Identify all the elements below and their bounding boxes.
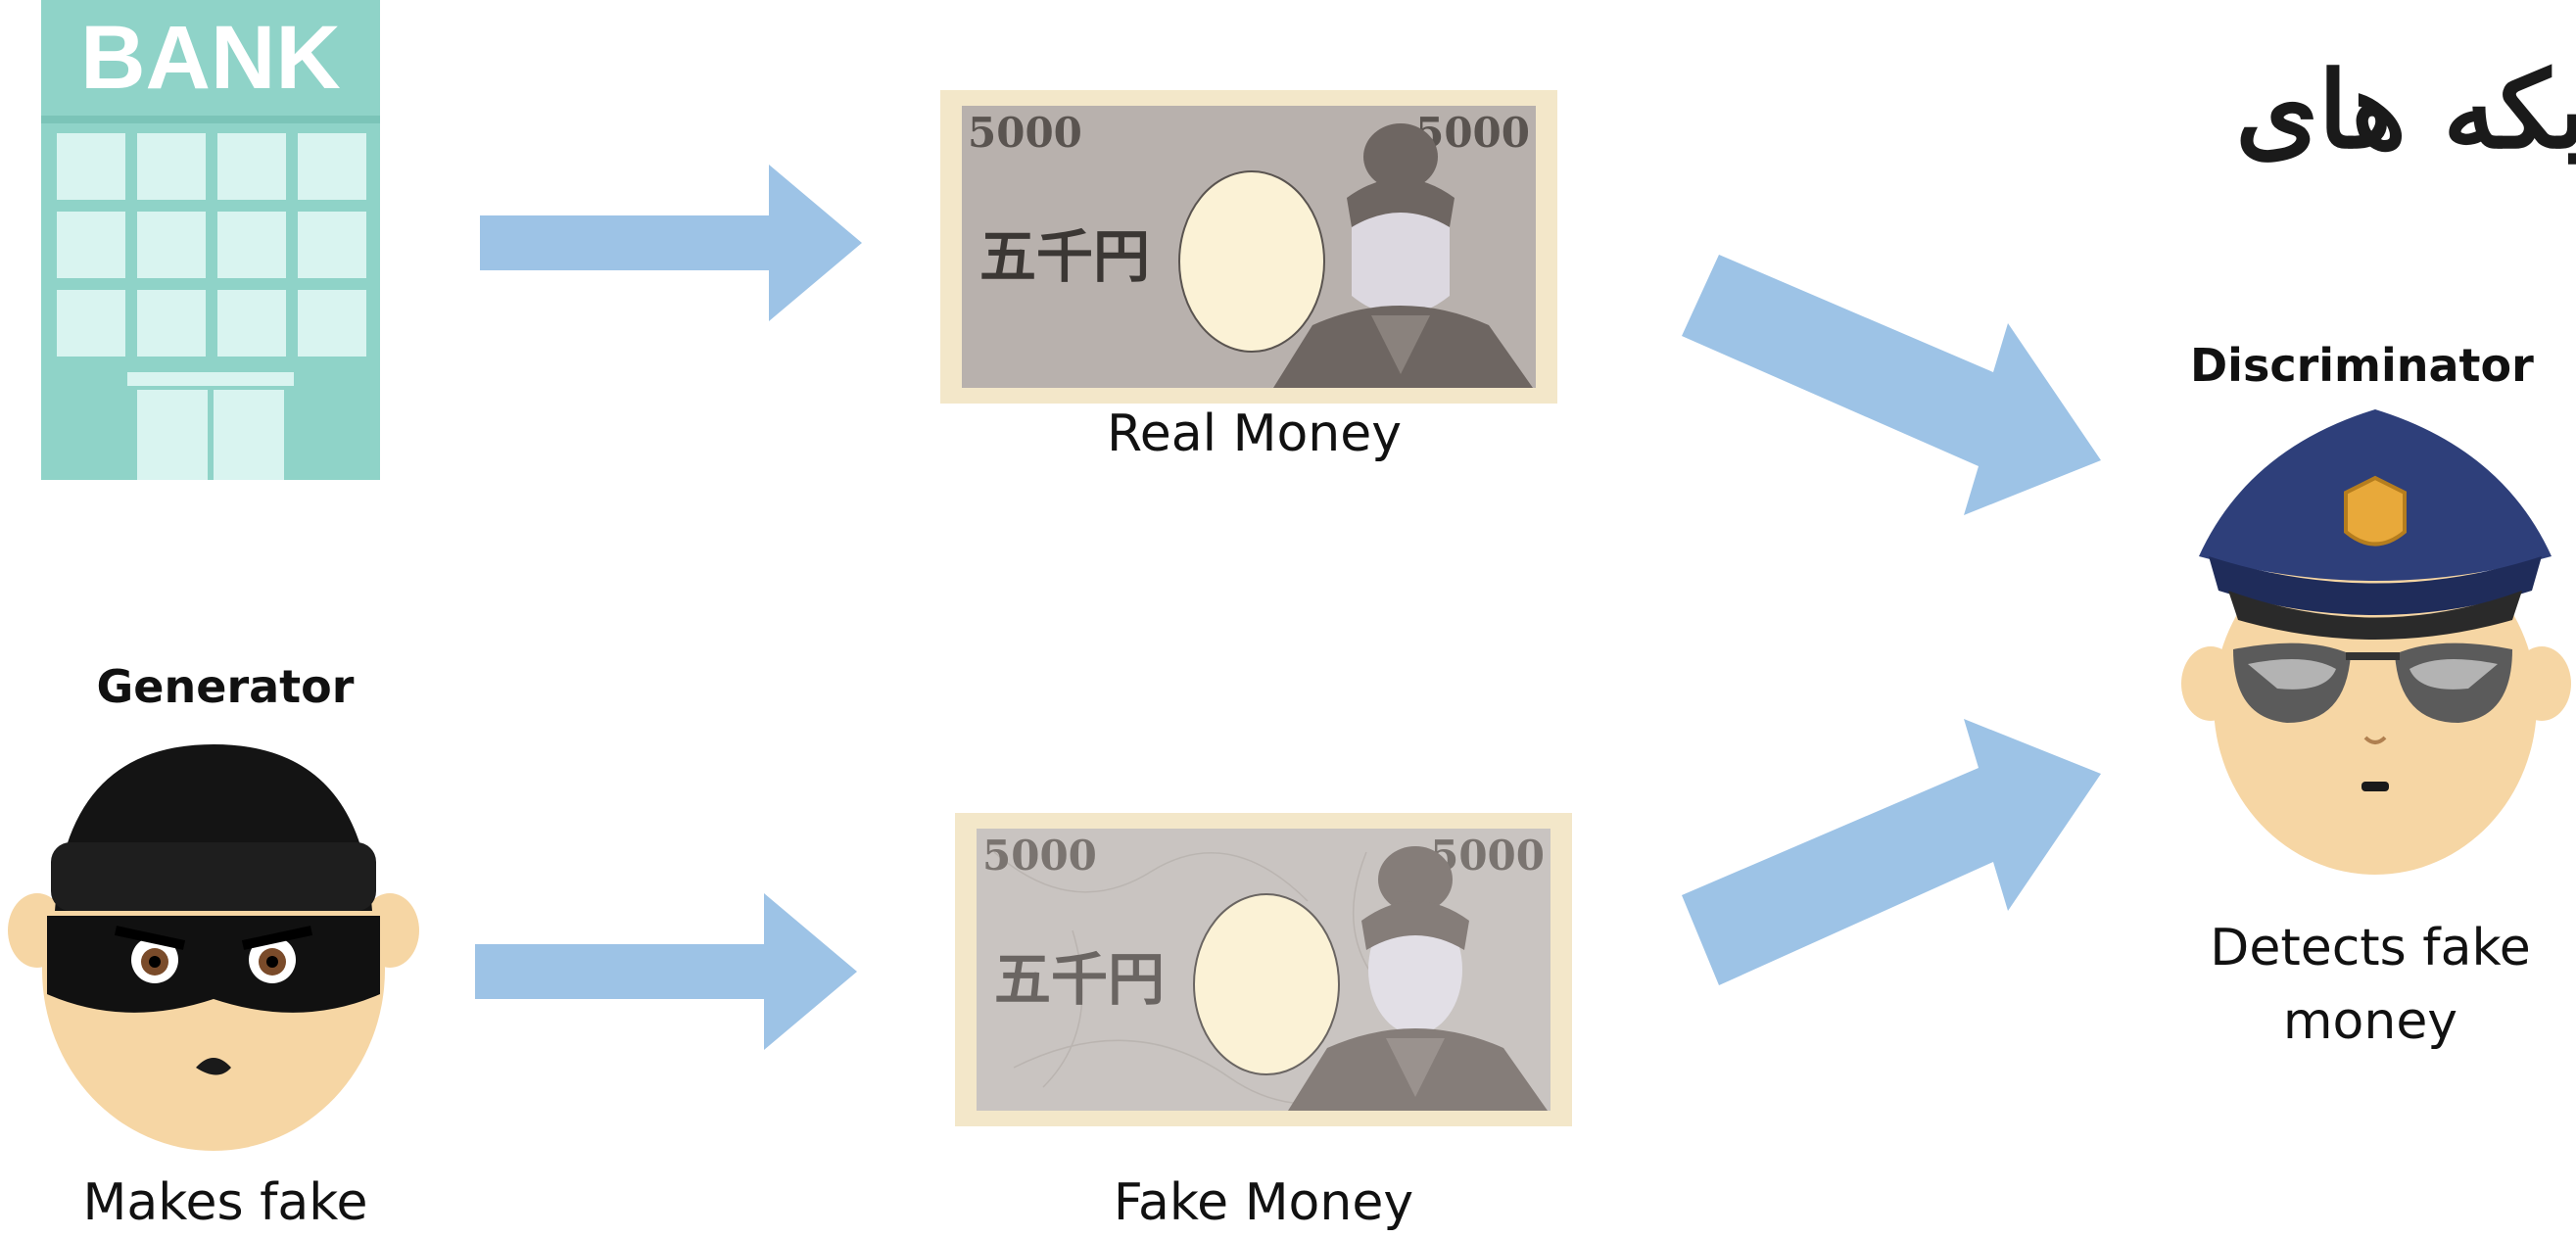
arrow-fake-to-discriminator — [1682, 719, 2101, 985]
real-note-kanji: 五千円 — [979, 223, 1150, 290]
page-title: بکه های — [2235, 49, 2576, 172]
arrow-generator-to-fake — [475, 893, 857, 1050]
bank-sign: BANK — [80, 8, 341, 108]
fake-money-caption: Fake Money — [1113, 1173, 1414, 1232]
real-money-note: 5000 5000 五千円 — [940, 90, 1557, 404]
arrow-bank-to-real — [480, 165, 862, 321]
discriminator-heading: Discriminator — [2190, 339, 2534, 392]
real-money-caption: Real Money — [1107, 405, 1403, 463]
bank-building-icon: BANK — [41, 0, 380, 480]
real-note-denomination-left: 5000 — [968, 109, 1082, 157]
thief-icon — [8, 744, 419, 1151]
discriminator-caption-line2: money — [2282, 992, 2458, 1051]
fake-note-kanji: 五千円 — [994, 946, 1165, 1013]
fake-money-note: 5000 5000 五千円 — [955, 813, 1572, 1126]
police-officer-icon — [2181, 409, 2571, 875]
fake-note-denomination-left: 5000 — [982, 832, 1097, 880]
arrow-real-to-discriminator — [1682, 255, 2101, 515]
discriminator-caption-line1: Detects fake — [2210, 919, 2531, 977]
generator-heading: Generator — [96, 660, 355, 713]
generator-caption: Makes fake — [82, 1173, 368, 1232]
